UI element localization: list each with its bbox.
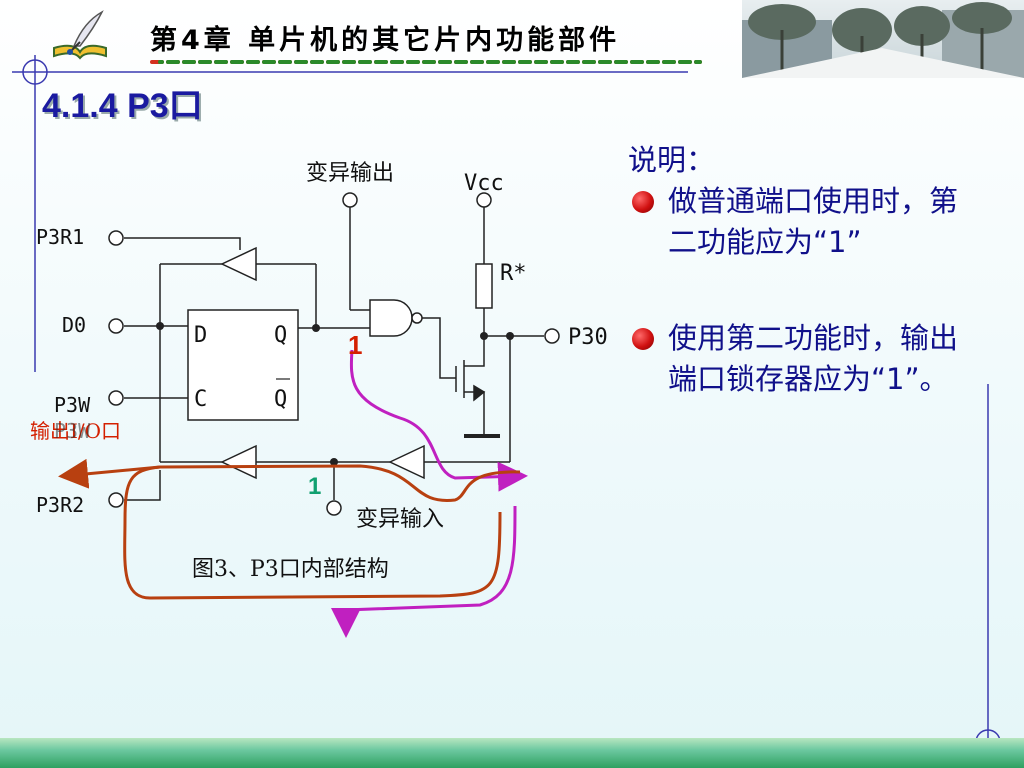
brown-output-arrow (58, 458, 161, 489)
figure-caption: 图3、P3口内部结构 (192, 557, 389, 582)
p3r2-label: P3R2 (36, 493, 84, 517)
brown-io-path (123, 464, 521, 600)
vcc-label: Vcc (464, 171, 504, 196)
bottom-right-divider (332, 384, 1010, 768)
p30-label: P30 (568, 325, 608, 350)
terminal-pins (108, 192, 560, 516)
d0-label: D0 (62, 313, 86, 337)
resistor-label: R* (500, 261, 527, 286)
latch-c-label: C (194, 387, 207, 412)
io-overlay-label: 输出I/O口 (30, 419, 121, 443)
red-bullet-icon (632, 191, 654, 213)
page-header-title: 第4章 单片机的其它片内功能部件 (150, 25, 621, 56)
bullet-text: 做普通端口使用时，第二功能应为“1” (668, 184, 959, 259)
logic-one-mark-bottom: 1 (308, 473, 321, 500)
logic-one-mark-top: 1 (348, 330, 362, 360)
bullet-item: 使用第二功能时，输出端口锁存器应为“1”。 (628, 318, 968, 400)
magenta-input-path (331, 505, 517, 638)
circuit-wiring (124, 206, 544, 501)
junction-dots (156, 322, 514, 466)
red-bullet-icon (632, 328, 654, 350)
footer-gradient-stripe (0, 738, 1024, 768)
header-photo (742, 0, 1024, 78)
latch-d-label: D (194, 323, 207, 348)
p3r1-label: P3R1 (36, 225, 84, 249)
latch-qbar-label: Q (274, 387, 287, 412)
explanation-heading: 说明： (628, 143, 716, 177)
p3w-label: P3W (54, 393, 91, 417)
explanation-panel: 说明： 做普通端口使用时，第二功能应为“1” 使用第二功能时，输出端口锁存器应为… (628, 140, 968, 400)
alt-input-label: 变异输入 (356, 507, 444, 532)
header-divider (12, 55, 702, 110)
section-title: 4.1.4 P3口 (42, 87, 203, 125)
alt-output-label: 变异输出 (306, 161, 394, 186)
latch-q-label: Q (274, 323, 287, 348)
bullet-text: 使用第二功能时，输出端口锁存器应为“1”。 (668, 321, 959, 396)
quill-book-logo (53, 10, 107, 60)
bullet-item: 做普通端口使用时，第二功能应为“1” (628, 181, 968, 263)
magenta-signal-path (349, 349, 528, 492)
p3w-overlay-label: P3W (54, 419, 91, 443)
